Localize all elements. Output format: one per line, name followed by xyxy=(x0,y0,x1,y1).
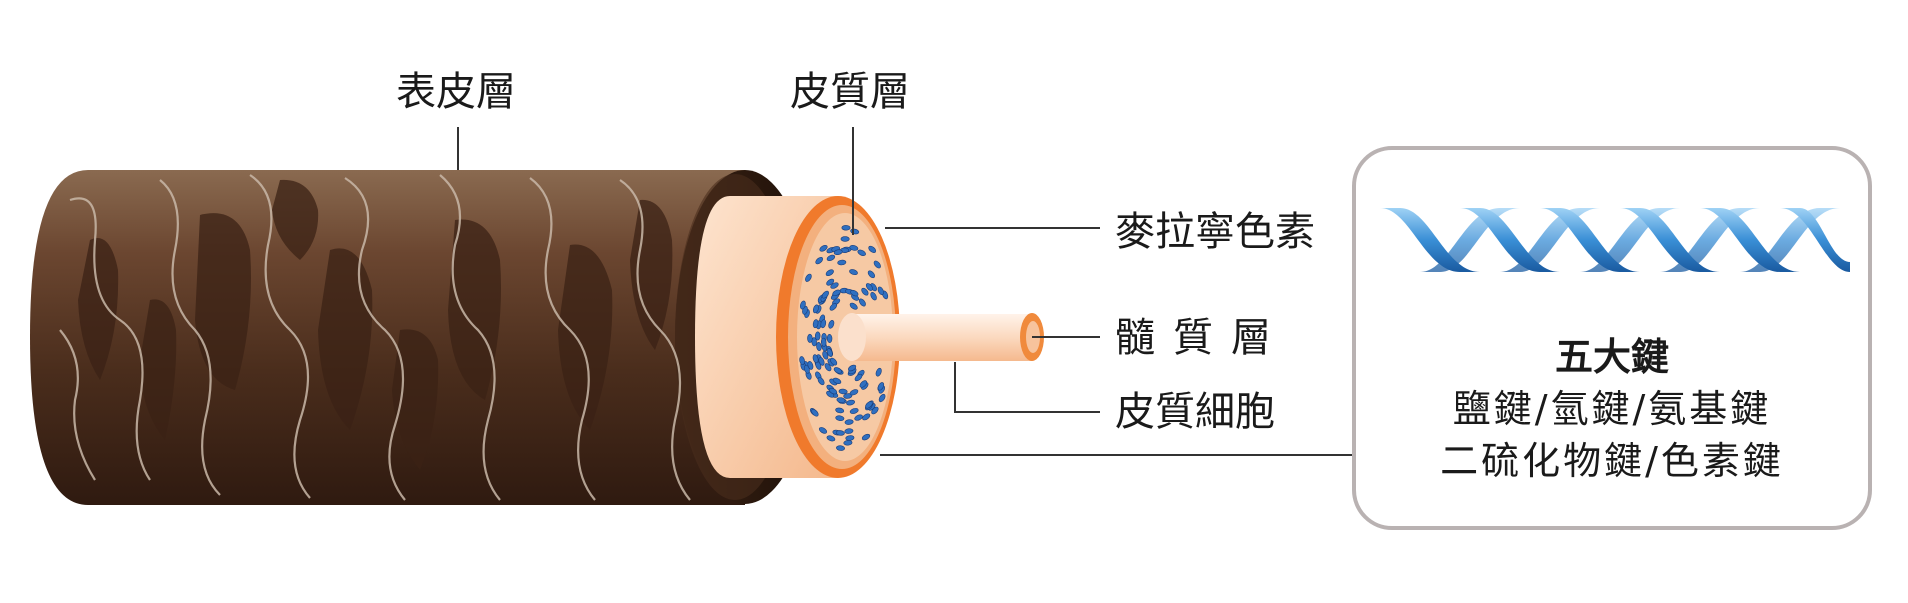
cortex-cell xyxy=(827,334,832,343)
medulla-tube xyxy=(838,313,1044,361)
bonds-info-box: 五大鍵 鹽鍵/氫鍵/氨基鍵 二硫化物鍵/色素鍵 xyxy=(1352,146,1872,530)
bonds-list-line-1: 鹽鍵/氫鍵/氨基鍵 xyxy=(1356,378,1868,433)
epidermis-label: 表皮層 xyxy=(396,72,516,112)
cortex-cell xyxy=(821,338,827,347)
cortex-cell xyxy=(815,332,820,340)
cortex-label: 皮質層 xyxy=(790,72,910,112)
helix-icon xyxy=(1380,200,1850,280)
cortex-cell xyxy=(842,225,850,230)
bonds-title: 五大鍵 xyxy=(1356,326,1868,381)
cortex-cell xyxy=(841,237,849,242)
bonds-list-line-2: 二硫化物鍵/色素鍵 xyxy=(1356,430,1868,485)
cortex-cell xyxy=(807,334,812,342)
medulla-label: 髓質層 xyxy=(1115,318,1289,358)
melanin-label: 麥拉寧色素 xyxy=(1115,212,1315,252)
cortex-cell-label: 皮質細胞 xyxy=(1115,392,1275,432)
cortex-cell xyxy=(844,440,853,445)
cortex-cell xyxy=(839,389,848,395)
